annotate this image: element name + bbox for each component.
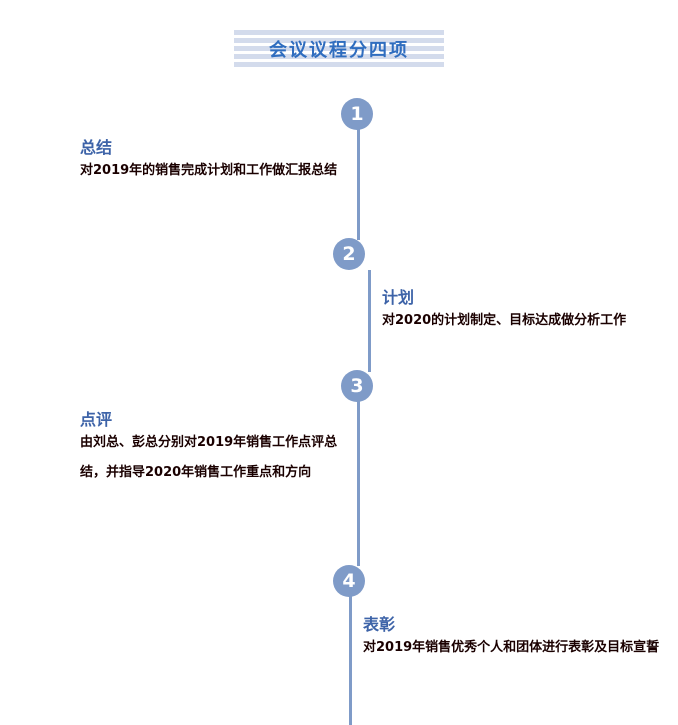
step-heading: 总结 (80, 138, 113, 157)
agenda-title-banner: 会议议程分四项 (234, 30, 444, 68)
step-number-3: 3 (341, 370, 373, 402)
step-number-2: 2 (333, 238, 365, 270)
timeline-line (357, 128, 360, 240)
step-heading: 计划 (382, 288, 415, 307)
agenda-title: 会议议程分四项 (269, 40, 409, 61)
step-text: 对2020的计划制定、目标达成做分析工作 (382, 313, 627, 328)
timeline-line (349, 595, 352, 725)
step-number-1: 1 (341, 98, 373, 130)
step-text: 由刘总、彭总分别对2019年销售工作点评总结，并指导2020年销售工作重点和方向 (80, 435, 338, 480)
step-heading: 点评 (80, 410, 113, 429)
step-number-4: 4 (333, 565, 365, 597)
timeline-line (368, 270, 371, 372)
step-text: 对2019年销售优秀个人和团体进行表彰及目标宣誓 (363, 640, 660, 655)
timeline-line (357, 400, 360, 566)
step-text: 对2019年的销售完成计划和工作做汇报总结 (80, 163, 338, 178)
step-heading: 表彰 (363, 615, 396, 634)
